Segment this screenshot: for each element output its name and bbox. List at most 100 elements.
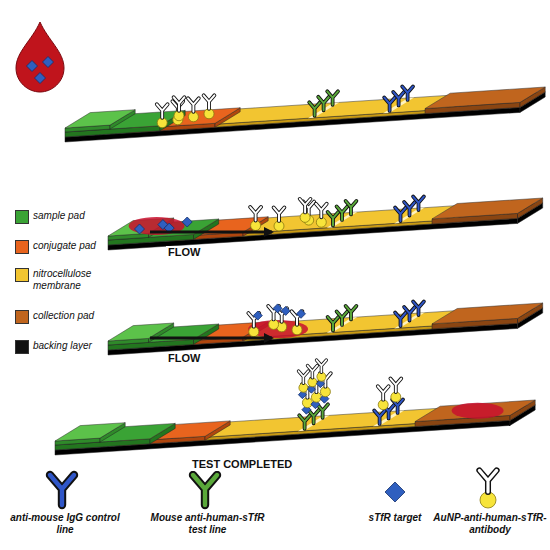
antibody-body [404,307,415,321]
control-antibody [413,197,424,211]
antibody-body [174,97,185,111]
antibody-body [317,360,327,372]
legend-label: backing layer [33,340,105,352]
control-antibody [374,410,385,424]
antibody-outline [308,366,318,378]
antibody-body [204,95,215,109]
antibody-body [337,311,348,325]
antibody-body [193,475,217,505]
antibody-outline [395,313,406,327]
aunp-antibody [479,470,496,492]
stfr-target [43,57,54,68]
antibody-outline [308,410,319,424]
antibody-body [393,92,404,106]
antibody-body [395,313,406,327]
antibody-outline [317,404,328,418]
antibody-outline [317,360,327,372]
antibody-body [337,206,348,220]
legend-swatch [15,210,29,224]
antibody-outline [413,302,424,316]
antibody-outline [188,98,199,112]
legend-label: nitrocellulose membrane [33,268,105,291]
antibody-outline [327,91,338,105]
antibody-outline [337,206,348,220]
sample-pad [108,324,219,345]
collection-pad [425,87,545,109]
aunp-antibody [390,379,401,393]
stfr-target [273,304,282,313]
test-antibody-icon [193,475,217,505]
antibody-body [390,379,401,393]
aunp-antibody [299,371,309,383]
antibody-outline [413,197,424,211]
antibody-outline [328,317,339,331]
antibody-body [404,202,415,216]
antibody-outline [404,202,415,216]
stfr-target [253,311,262,320]
control-antibody [393,92,404,106]
stfr-target [281,306,290,315]
antibody-outline [328,212,339,226]
antibody-outline [274,207,285,221]
stfr-target [385,482,405,502]
test-antibody [317,404,328,418]
legend-label: AuNP-anti-human-sTfR-antibody [432,512,548,535]
antibody-outline [395,208,406,222]
legend-label: anti-mouse IgG control line [6,512,124,535]
blood-spot [248,320,308,338]
test-antibody [327,91,338,105]
test-antibody [346,306,357,320]
antibody-outline [346,201,357,215]
control-antibody [395,313,406,327]
antibody-outline [309,102,320,116]
antibody-body [374,410,385,424]
antibody-outline [404,307,415,321]
collection-pad [415,400,535,422]
sample-pad [108,219,219,240]
test-antibody [328,212,339,226]
antibody-body [395,208,406,222]
control-antibody [384,97,395,111]
flow-arrow [150,231,272,234]
aunp-antibody [174,97,185,111]
test-antibody [328,317,339,331]
control-antibody [402,86,413,100]
stfr-target [297,309,306,318]
sample-pad-layer [55,423,125,441]
antibody-outline [384,97,395,111]
control-antibody [395,208,406,222]
test-antibody [309,102,320,116]
test-antibody [299,415,310,429]
sample-pad [55,423,175,445]
antibody-outline [378,386,389,400]
antibody-body [274,207,285,221]
antibody-body [299,371,309,383]
antibody-outline [300,199,311,213]
control-antibody [413,302,424,316]
test-antibody [346,201,357,215]
antibody-outline [299,371,309,383]
test-antibody [337,311,348,325]
antibody-body [328,317,339,331]
antibody-body [299,415,310,429]
antibody-body [318,97,329,111]
test-antibody [308,410,319,424]
antibody-body [346,306,357,320]
aunp-antibody [157,104,168,118]
stfr-target [35,73,46,84]
antibody-body [316,204,327,218]
legend-label: Mouse anti-human-sTfR test line [145,512,270,535]
aunp-antibody [316,204,327,218]
antibody-outline [157,104,168,118]
antibody-outline [374,410,385,424]
legend-label: collection pad [33,310,105,322]
legend-label: sample pad [33,210,105,222]
legend-swatch [15,240,29,254]
stfr-target [182,217,192,227]
control-antibody-icon [50,475,74,505]
antibody-body [402,86,413,100]
legend-label: conjugate pad [33,240,105,252]
antibody-body [479,470,496,492]
antibody-body [413,197,424,211]
